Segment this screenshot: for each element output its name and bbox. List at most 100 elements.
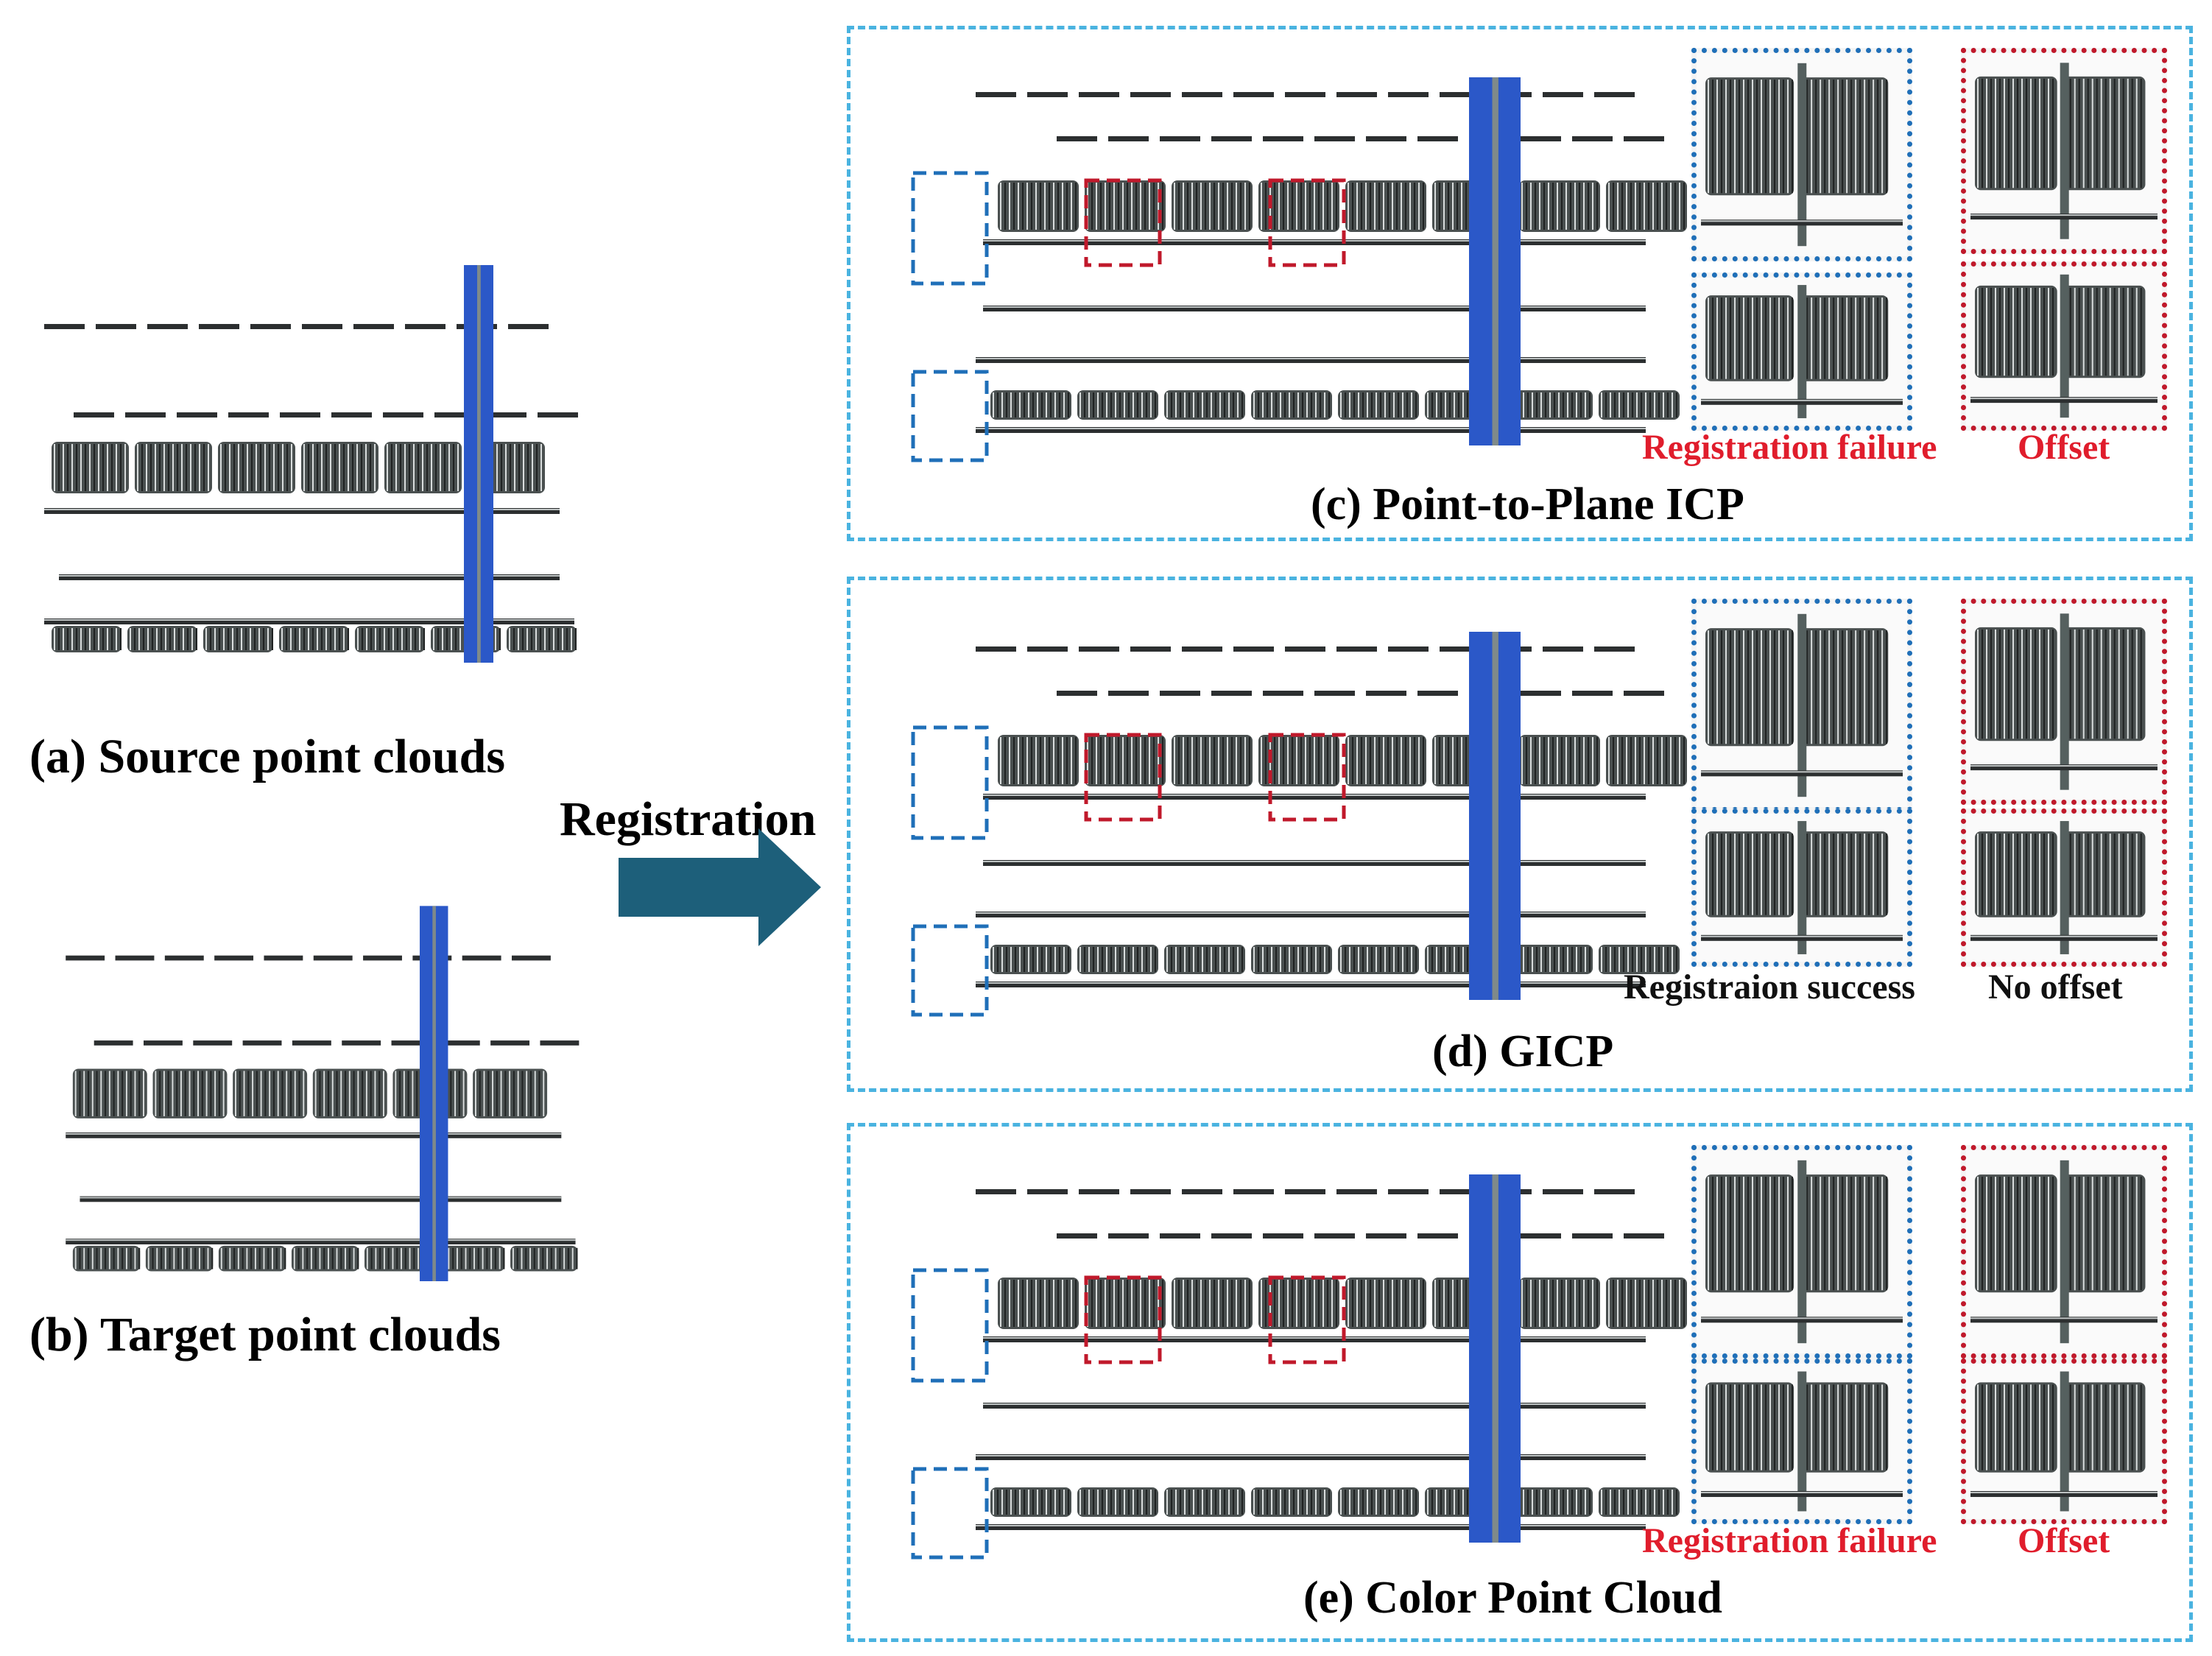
rebar [983,1336,1646,1342]
rebar-segment [1543,646,1583,652]
wire-coil [1705,295,1794,381]
rebar-segment [1182,646,1222,652]
column-post [1492,1174,1498,1543]
left-status-label: Registraion success [1624,968,1915,1007]
red-highlight-box [1084,1275,1162,1364]
wire-coil [507,626,577,652]
rebar-highlight [1701,771,1903,773]
rebar-segment [1233,646,1274,652]
wire-coil [203,626,273,652]
column-post [1797,285,1807,418]
rebar-highlight [66,1133,562,1135]
rebar-segment [1624,1233,1664,1239]
rebar [1970,1491,2158,1498]
rebar-segment [228,412,269,417]
red-highlight-box [1268,178,1346,267]
rebar [976,912,1646,917]
rebar-segment [1388,1189,1429,1194]
panel-caption: (c) Point-to-Plane ICP [1311,479,1744,529]
rebar-segment [1057,1233,1097,1239]
offset-inset-top [1961,48,2167,254]
blue-highlight-box [911,1268,989,1383]
blue-highlight-box [911,171,989,286]
no-offset-inset-bottom [1961,808,2167,967]
wire-coil [127,626,197,652]
rebar-highlight [976,358,1646,359]
rebar-segment [1440,646,1480,652]
rebar-segment [512,955,551,961]
rebar-segment [540,1040,580,1046]
rebar-segment [976,92,1016,97]
rebar-highlight [983,240,1646,242]
no-offset-inset-top [1961,599,2167,805]
rebar-highlight [983,794,1646,796]
rebar [983,794,1646,800]
right-arrow-icon [619,828,821,946]
rebar-segment [1572,1233,1613,1239]
target-point-cloud-image [66,906,580,1281]
rebar-segment [1130,646,1171,652]
right-status-label: Offset [2018,428,2110,467]
rebar-segment [1594,646,1635,652]
rebar-segment [1314,136,1355,141]
column-post [1797,1160,1807,1344]
column-post [1492,632,1498,1000]
blue-highlight-box [911,924,989,1017]
rebar-highlight [1701,220,1903,222]
rebar-segment [1366,1233,1406,1239]
rebar-highlight [983,1337,1646,1339]
column-post [1492,77,1498,445]
rebar-segment [538,412,578,417]
right-status-label: No offset [1988,968,2123,1007]
rebar-segment [1057,691,1097,696]
rebar-highlight [1701,935,1903,937]
rebar [976,427,1646,433]
rebar-segment [1079,1189,1119,1194]
target-caption: (b) Target point clouds [29,1308,501,1361]
rebar-segment [264,955,303,961]
wire-coil [145,1245,214,1272]
rebar [1970,1317,2158,1323]
rebar-highlight [66,1239,576,1241]
rebar-segment [353,324,394,329]
rebar-segment [1594,1189,1635,1194]
offset-inset-bottom [1961,1359,2167,1524]
wire-coil [1705,831,1794,917]
column-post [1797,613,1807,797]
rebar-highlight [1970,765,2158,767]
success-inset-top [1691,599,1912,812]
wire-coil [1800,831,1889,917]
rebar-segment [1594,92,1635,97]
rebar-segment [405,324,445,329]
rebar-segment [1211,691,1252,696]
rebar-segment [1572,136,1613,141]
rebar [983,306,1646,311]
rebar-segment [1233,1189,1274,1194]
panel-gicp: Registraion success No offset (d) GICP [847,577,2193,1092]
rebar-segment [1160,136,1200,141]
rebar-segment [1108,1233,1149,1239]
source-point-cloud-image [44,265,578,663]
rebar-segment [1027,1189,1068,1194]
rebar-segment [66,955,105,961]
offset-inset-top [1961,1145,2167,1359]
rebar-segment [508,324,549,329]
red-highlight-box [1084,178,1162,267]
rebar-segment [1417,136,1458,141]
rebar-segment [193,1040,233,1046]
rebar-highlight [1970,1317,2158,1319]
rebar-segment [250,324,291,329]
rebar-segment [342,1040,381,1046]
failure-inset-bottom [1691,272,1912,431]
rebar-segment [302,324,342,329]
rebar-highlight [976,982,1646,984]
rebar-segment [1521,691,1561,696]
wire-coil [72,1245,141,1272]
rebar [1701,219,1903,226]
rebar-segment [1079,646,1119,652]
rebar [983,1403,1646,1409]
rebar-highlight [80,1197,562,1199]
failure-inset-bottom [1691,1359,1912,1524]
rebar-segment [331,412,372,417]
wire-coil [1800,295,1889,381]
